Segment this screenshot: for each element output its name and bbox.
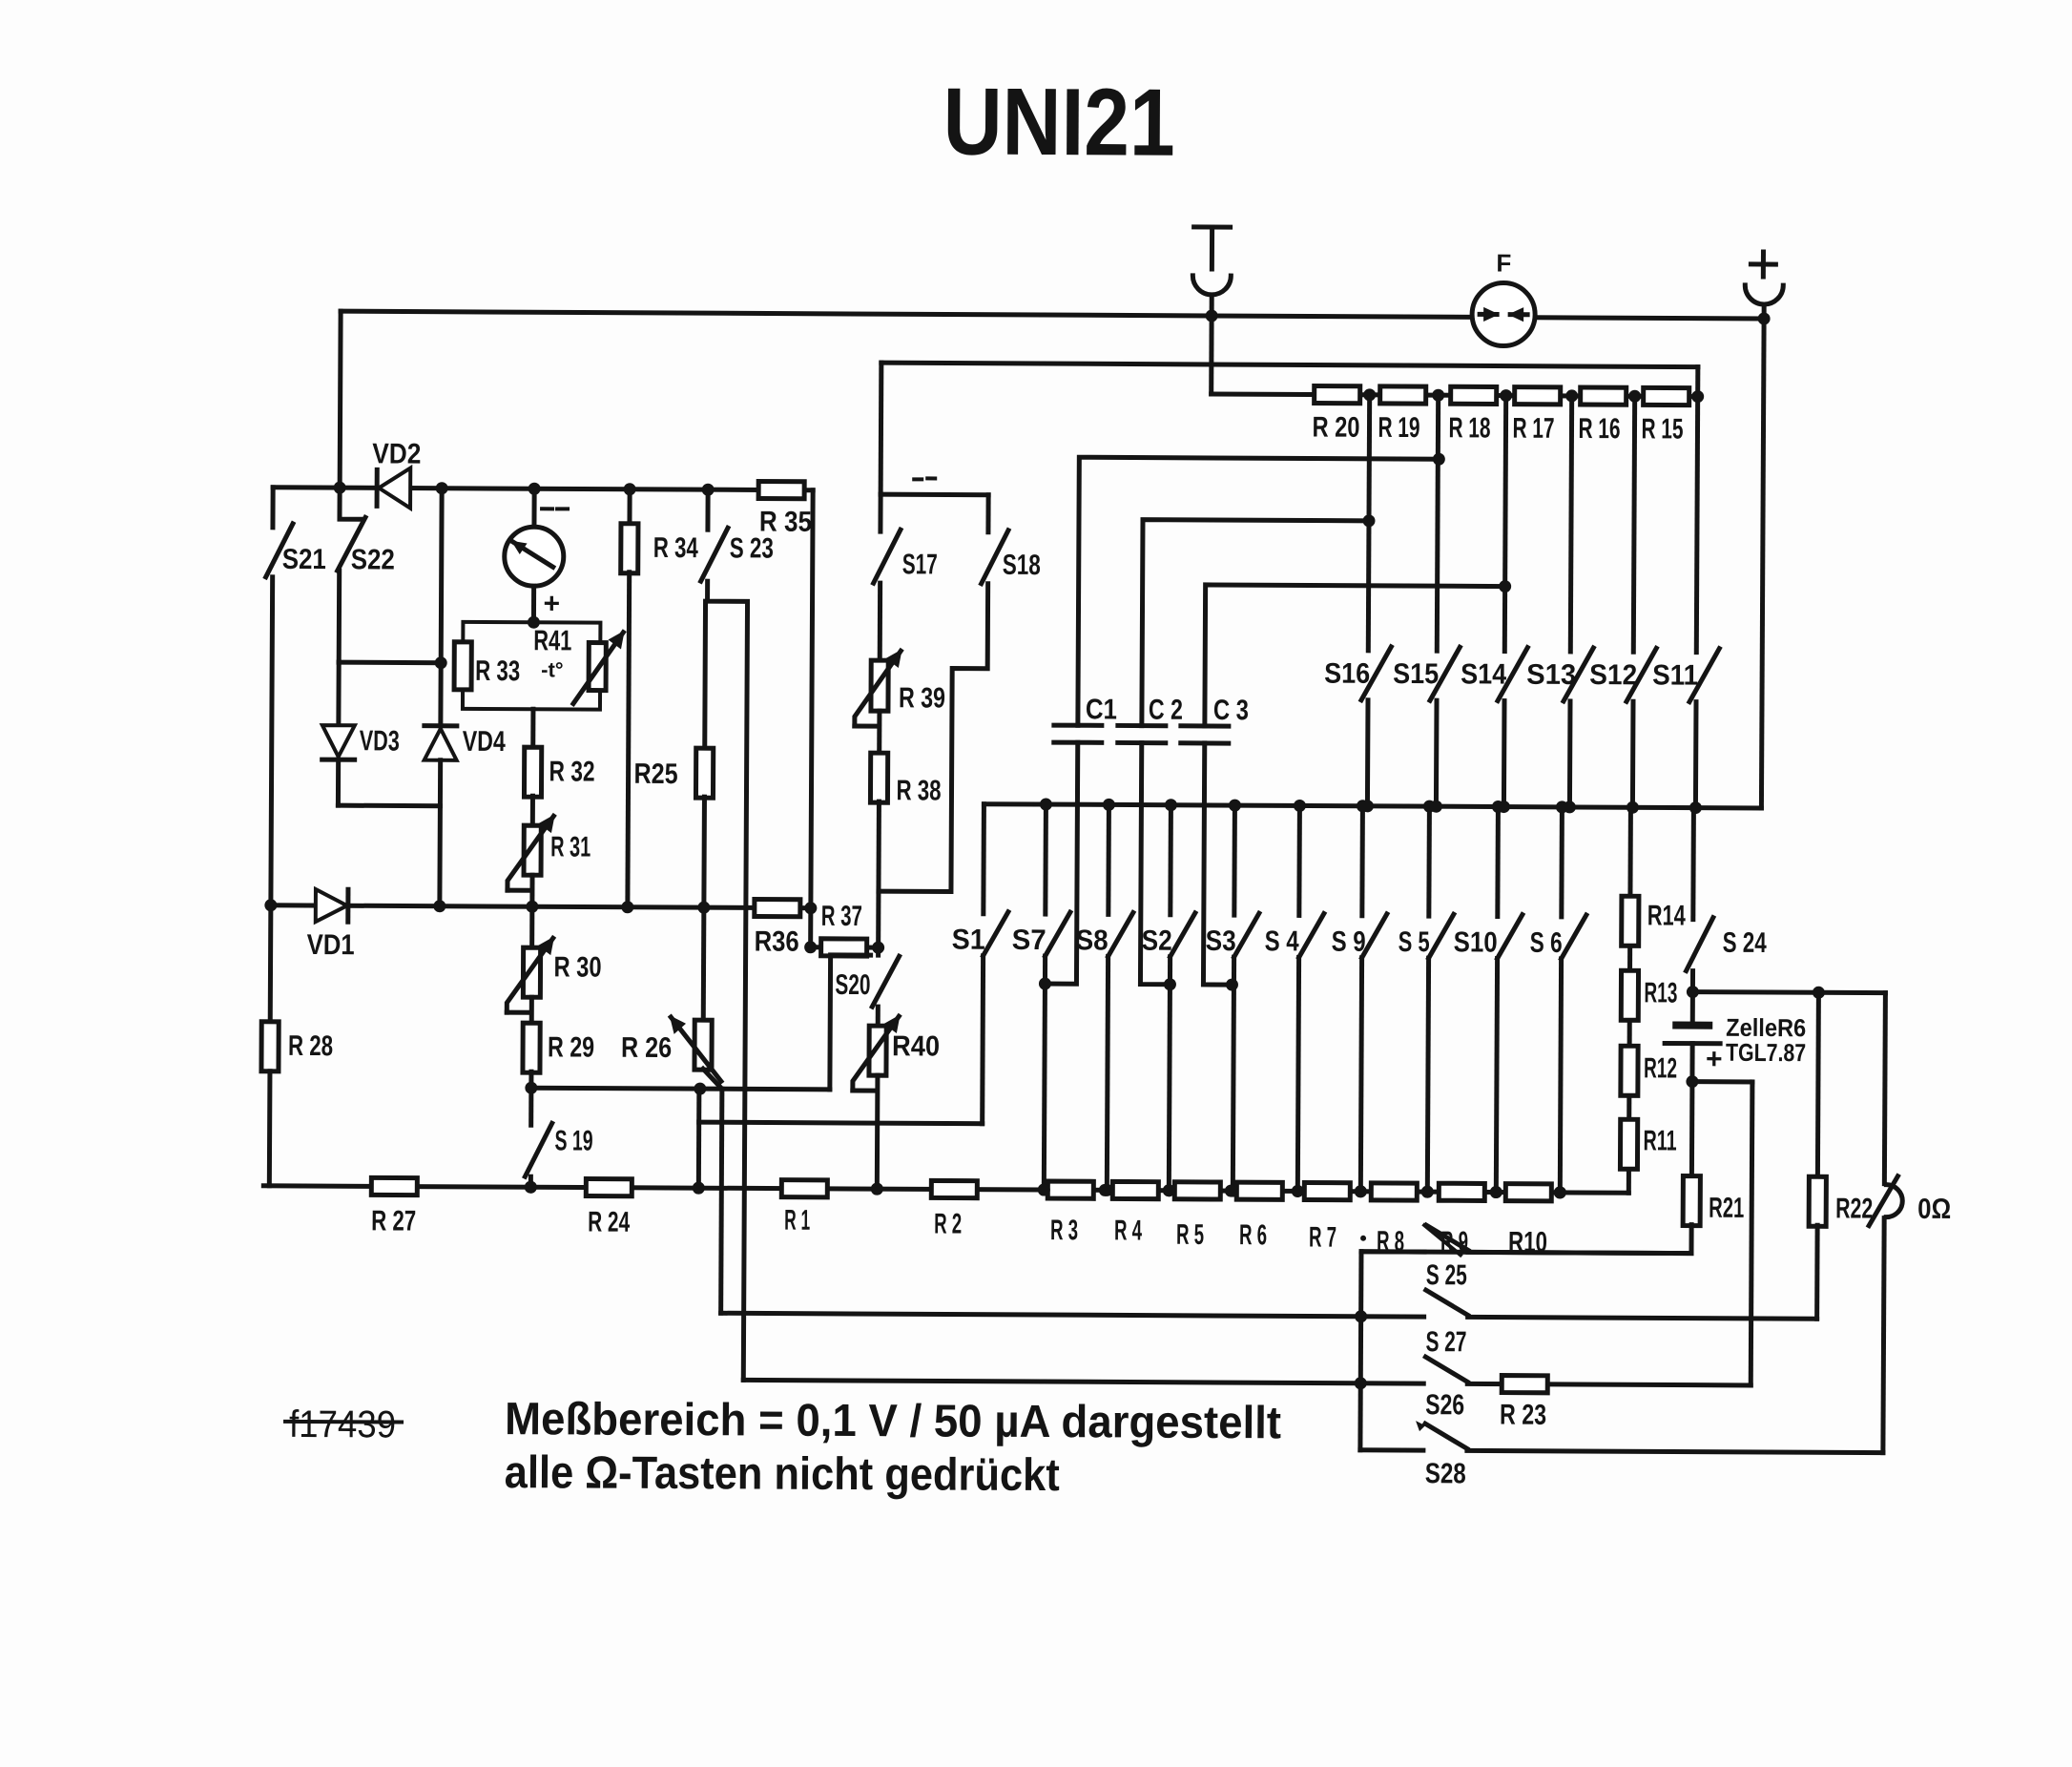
svg-text:S 27: S 27 <box>1425 1326 1466 1358</box>
svg-text:R 9: R 9 <box>1440 1226 1468 1258</box>
svg-text:S16: S16 <box>1324 658 1370 690</box>
svg-text:R12: R12 <box>1644 1052 1677 1084</box>
svg-text:S17: S17 <box>902 549 938 580</box>
svg-text:S 4: S 4 <box>1265 925 1299 957</box>
svg-text:R11: R11 <box>1644 1125 1677 1156</box>
svg-text:TGL7.87: TGL7.87 <box>1726 1038 1806 1067</box>
svg-text:VD3: VD3 <box>360 725 400 757</box>
svg-text:R 23: R 23 <box>1500 1400 1546 1431</box>
svg-text:R 39: R 39 <box>899 682 945 714</box>
svg-text:R 31: R 31 <box>550 831 591 863</box>
svg-text:R 7: R 7 <box>1309 1222 1336 1254</box>
svg-text:R 34: R 34 <box>653 532 698 564</box>
svg-text:S18: S18 <box>1003 550 1041 581</box>
svg-text:+: + <box>543 588 560 619</box>
svg-text:ZelleR6: ZelleR6 <box>1726 1013 1806 1042</box>
svg-text:R 37: R 37 <box>821 901 862 932</box>
svg-text:R14: R14 <box>1647 900 1686 931</box>
svg-text:R 19: R 19 <box>1378 412 1419 444</box>
svg-text:R 26: R 26 <box>621 1032 672 1064</box>
svg-text:R 20: R 20 <box>1312 412 1359 444</box>
svg-text:S14: S14 <box>1461 658 1506 690</box>
svg-text:S12: S12 <box>1589 659 1637 691</box>
svg-text:R10: R10 <box>1508 1227 1547 1258</box>
svg-text:R21: R21 <box>1709 1193 1744 1224</box>
svg-text:S 6: S 6 <box>1530 927 1563 959</box>
svg-text:R 17: R 17 <box>1512 413 1554 445</box>
svg-text:S 5: S 5 <box>1399 926 1430 958</box>
svg-text:S20: S20 <box>835 969 870 1001</box>
svg-text:S22: S22 <box>351 544 395 575</box>
svg-text:R 35: R 35 <box>759 506 812 537</box>
svg-text:F: F <box>1496 249 1511 278</box>
svg-text:R25: R25 <box>634 759 678 790</box>
svg-text:+: + <box>1706 1044 1723 1075</box>
svg-text:R 8: R 8 <box>1377 1226 1404 1258</box>
svg-text:R 24: R 24 <box>588 1207 630 1238</box>
svg-text:S11: S11 <box>1652 659 1698 691</box>
svg-text:S1: S1 <box>952 925 985 956</box>
svg-text:S3: S3 <box>1206 925 1236 957</box>
svg-text:R 38: R 38 <box>896 775 941 806</box>
svg-text:VD2: VD2 <box>372 438 421 469</box>
svg-text:S8: S8 <box>1076 925 1109 956</box>
svg-text:S26: S26 <box>1425 1389 1464 1421</box>
svg-text:S28: S28 <box>1425 1458 1466 1489</box>
svg-text:R 33: R 33 <box>475 655 520 687</box>
svg-text:Meßbereich = 0,1 V / 50 µA dar: Meßbereich = 0,1 V / 50 µA dargestellt <box>505 1394 1281 1448</box>
svg-text:C 3: C 3 <box>1213 695 1249 726</box>
svg-text:R 15: R 15 <box>1641 413 1683 445</box>
svg-text:S21: S21 <box>282 544 326 575</box>
svg-text:R40: R40 <box>892 1030 940 1062</box>
svg-text:S10: S10 <box>1454 926 1498 958</box>
svg-text:R 4: R 4 <box>1114 1215 1142 1246</box>
svg-text:S 19: S 19 <box>554 1125 592 1156</box>
svg-text:R 32: R 32 <box>549 756 595 787</box>
svg-text:VD4: VD4 <box>463 726 506 758</box>
svg-text:S 9: S 9 <box>1332 926 1366 958</box>
svg-text:R 30: R 30 <box>553 951 601 983</box>
svg-text:S 24: S 24 <box>1723 927 1767 959</box>
svg-text:R41: R41 <box>533 625 571 656</box>
svg-text:C 2: C 2 <box>1149 695 1183 726</box>
svg-text:alle Ω-Tasten nicht gedrückt: alle Ω-Tasten nicht gedrückt <box>505 1447 1060 1501</box>
svg-text:R 18: R 18 <box>1448 412 1490 444</box>
svg-text:R 2: R 2 <box>934 1208 962 1239</box>
svg-text:-t°: -t° <box>541 657 564 681</box>
svg-text:R 5: R 5 <box>1176 1219 1204 1251</box>
svg-text:R 6: R 6 <box>1239 1219 1267 1251</box>
svg-text:R22: R22 <box>1835 1193 1873 1224</box>
svg-text:R 29: R 29 <box>548 1031 594 1063</box>
svg-text:f17439: f17439 <box>289 1403 396 1446</box>
svg-text:R 16: R 16 <box>1578 413 1620 445</box>
svg-text:VD1: VD1 <box>307 929 355 961</box>
svg-text:UNI21: UNI21 <box>943 68 1175 176</box>
svg-text:S2: S2 <box>1142 925 1172 957</box>
svg-text:R 28: R 28 <box>288 1030 333 1062</box>
svg-text:C1: C1 <box>1086 694 1117 725</box>
svg-text:R36: R36 <box>755 925 799 957</box>
svg-text:S 25: S 25 <box>1426 1259 1467 1291</box>
svg-text:S15: S15 <box>1393 658 1439 690</box>
svg-text:S7: S7 <box>1012 925 1046 956</box>
svg-text:R 3: R 3 <box>1050 1215 1078 1246</box>
svg-text:0Ω: 0Ω <box>1917 1194 1951 1225</box>
svg-text:S 23: S 23 <box>730 532 774 564</box>
svg-text:R 27: R 27 <box>371 1205 416 1237</box>
svg-text:S13: S13 <box>1526 659 1576 691</box>
svg-text:R13: R13 <box>1644 977 1677 1008</box>
svg-text:R 1: R 1 <box>784 1205 810 1237</box>
